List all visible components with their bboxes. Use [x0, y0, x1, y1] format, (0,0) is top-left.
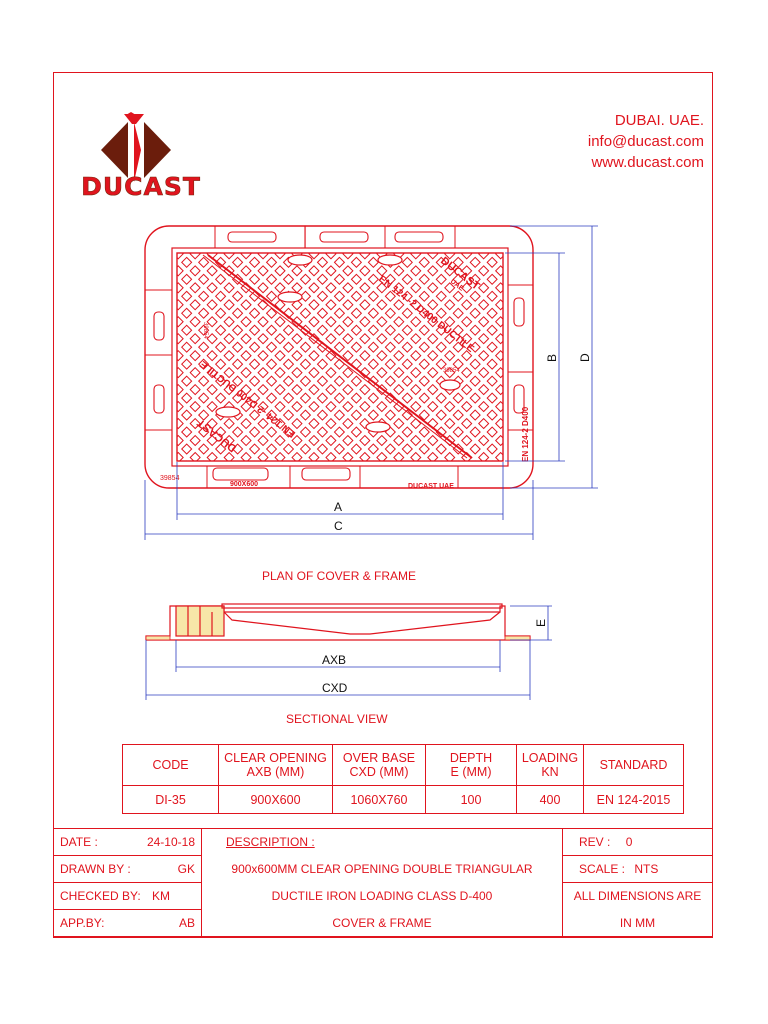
drawn-value: GK [177, 862, 195, 876]
date-cell: DATE : 24-10-18 [53, 828, 202, 856]
dim-label-e: E [534, 619, 548, 627]
frame-slots [153, 225, 525, 481]
drawn-cell: DRAWN BY : GK [53, 855, 202, 883]
header-clear-opening-label: CLEAR OPENING [224, 751, 327, 765]
company-website[interactable]: www.ducast.com [591, 154, 704, 171]
description-line-2: DUCTILE IRON LOADING CLASS D-400 [201, 882, 563, 910]
checked-cell: CHECKED BY: KM [53, 882, 202, 910]
cell-standard: EN 124-2015 [583, 785, 684, 814]
cover-split-line [207, 254, 473, 459]
cell-clear-opening: 900X600 [218, 785, 333, 814]
description-label: DESCRIPTION : [201, 828, 563, 856]
checked-label: CHECKED BY: [60, 889, 141, 903]
description-line-1: 900x600MM CLEAR OPENING DOUBLE TRIANGULA… [201, 855, 563, 883]
rev-label: REV : [579, 835, 611, 849]
rev-value: 0 [625, 835, 633, 849]
dim-label-axb: AXB [322, 653, 346, 667]
header-loading-unit: KN [541, 765, 559, 779]
drawing-border [53, 72, 713, 938]
dim-label-c: C [334, 519, 343, 533]
dim-label-a: A [334, 500, 342, 514]
scale-cell: SCALE : NTS [562, 855, 713, 883]
app-cell: APP.BY: AB [53, 909, 202, 937]
rev-cell: REV : 0 [562, 828, 713, 856]
spec-table: CODE CLEAR OPENING AXB (MM) OVER BASE CX… [122, 744, 684, 814]
header-loading-label: LOADING [521, 751, 579, 765]
scale-label: SCALE : [579, 862, 626, 876]
contact-block: DUBAI. UAE. info@ducast.com www.ducast.c… [588, 110, 704, 173]
header-depth: DEPTH E (MM) [425, 744, 517, 786]
header-over-base-unit: CXD (MM) [349, 765, 409, 779]
cover-lift-holes [215, 254, 461, 433]
cell-over-base: 1060X760 [332, 785, 426, 814]
frame-brand-mark: DUCAST UAE [408, 483, 454, 490]
header-standard: STANDARD [583, 744, 684, 786]
dim-label-cxd: CXD [322, 681, 348, 695]
frame-side-text: EN 124-2 D400 [521, 406, 530, 462]
dimensions-note-1: ALL DIMENSIONS ARE [562, 882, 713, 910]
header-depth-unit: E (MM) [450, 765, 492, 779]
header-loading: LOADING KN [516, 744, 584, 786]
drawn-label: DRAWN BY : [60, 862, 131, 876]
app-label: APP.BY: [60, 916, 105, 930]
frame-inner [171, 247, 509, 467]
frame-code-mark: 39854 [160, 475, 180, 482]
frame-outline [144, 225, 534, 489]
header-over-base-label: OVER BASE [342, 751, 416, 765]
frame-size-mark: 900X600 [230, 481, 258, 488]
app-value: AB [178, 916, 195, 930]
cell-depth: 100 [425, 785, 517, 814]
date-label: DATE : [60, 835, 98, 849]
ducast-logo-icon [101, 112, 171, 182]
plan-caption: PLAN OF COVER & FRAME [262, 569, 417, 583]
company-name: DUCAST [81, 172, 201, 202]
company-email[interactable]: info@ducast.com [587, 133, 704, 150]
header-clear-opening: CLEAR OPENING AXB (MM) [218, 744, 333, 786]
header-over-base: OVER BASE CXD (MM) [332, 744, 426, 786]
company-location: DUBAI. UAE. [614, 112, 704, 129]
checked-value: KM [152, 889, 171, 903]
dim-label-b: B [545, 354, 559, 362]
description-line-3: COVER & FRAME [201, 909, 563, 937]
cover-code-mark-2: 39854 [443, 368, 460, 374]
dimensions-note-2: IN MM [562, 909, 713, 937]
title-block: DATE : 24-10-18 DESCRIPTION : REV : 0 DR… [53, 828, 713, 937]
cover-code-mark-1: 39854 [202, 322, 208, 339]
cell-code: DI-35 [122, 785, 219, 814]
header-code: CODE [122, 744, 219, 786]
header-depth-label: DEPTH [449, 751, 493, 765]
section-caption: SECTIONAL VIEW [286, 712, 388, 726]
section-profile [145, 603, 531, 641]
date-value: 24-10-18 [146, 835, 195, 849]
scale-value: NTS [634, 862, 659, 876]
header-clear-opening-unit: AXB (MM) [246, 765, 305, 779]
dim-label-d: D [578, 353, 592, 362]
cell-loading: 400 [516, 785, 584, 814]
